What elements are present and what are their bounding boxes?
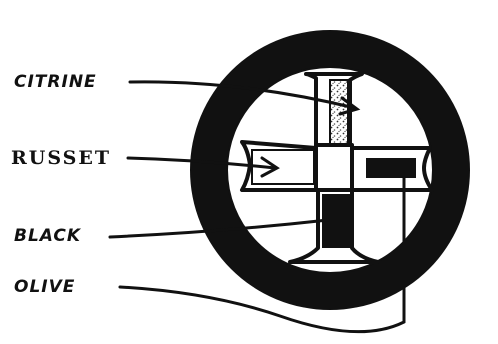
olive-fill <box>366 158 416 178</box>
label-black: BLACK <box>14 226 81 246</box>
label-citrine: CITRINE <box>14 72 97 92</box>
label-russet: RUSSET <box>11 147 111 169</box>
cross-centre <box>316 145 352 190</box>
label-olive: OLIVE <box>14 277 75 297</box>
